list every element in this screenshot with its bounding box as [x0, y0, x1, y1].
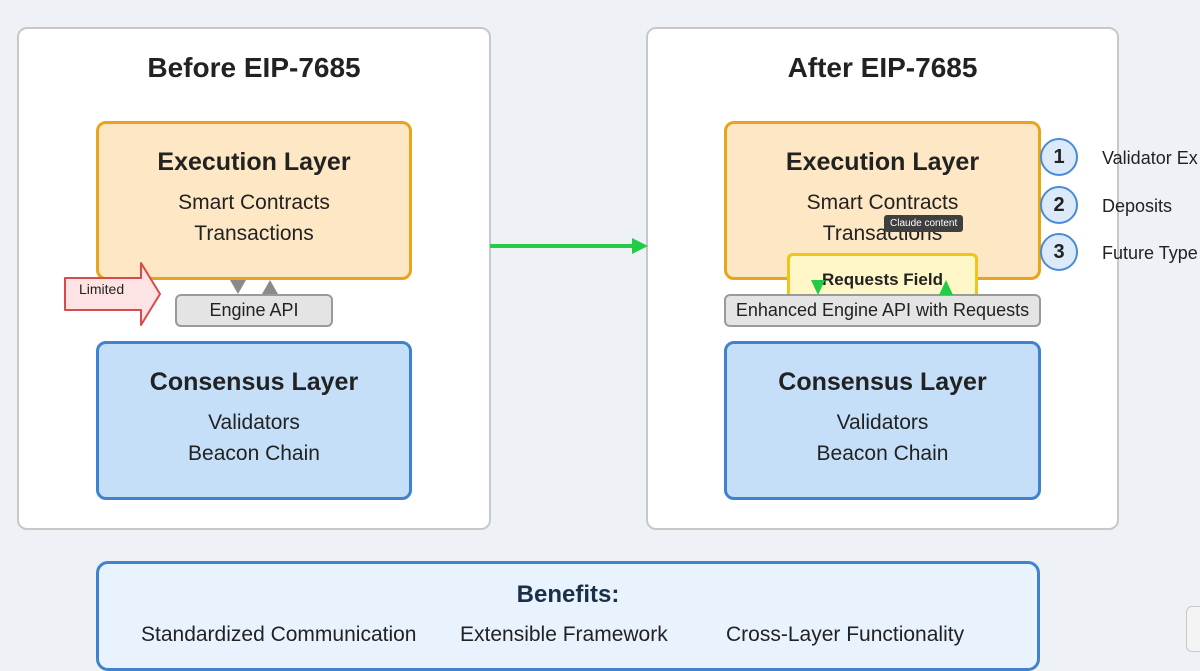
before-consensus-line1: Validators [208, 411, 300, 434]
transition-arrow-icon [490, 238, 648, 254]
request-type-2-number: 2 [1040, 186, 1078, 224]
benefit-item: Extensible Framework [460, 623, 668, 646]
before-execution-line1: Smart Contracts [178, 191, 330, 214]
before-consensus-title: Consensus Layer [149, 368, 359, 396]
before-engine-api: Engine API [175, 294, 333, 327]
after-execution-line1: Smart Contracts [806, 191, 959, 214]
benefit-item: Cross-Layer Functionality [726, 623, 965, 646]
request-type-1-number: 1 [1040, 138, 1078, 176]
claude-content-tooltip: Claude content [884, 215, 964, 232]
limited-arrow-icon [64, 262, 161, 326]
before-engine-api-label: Engine API [209, 300, 299, 320]
after-consensus-layer: Consensus Layer Validators Beacon Chain [724, 341, 1041, 500]
before-consensus-line2: Beacon Chain [188, 442, 320, 465]
request-type-3-label: Future Type [1102, 243, 1198, 263]
before-consensus-layer: Consensus Layer Validators Beacon Chain [96, 341, 412, 500]
before-execution-layer: Execution Layer Smart Contracts Transact… [96, 121, 412, 280]
requests-down-arrow-icon [811, 280, 825, 295]
after-consensus-title: Consensus Layer [778, 368, 987, 396]
request-type-3-number: 3 [1040, 233, 1078, 271]
requests-up-arrow-icon [939, 280, 953, 295]
benefit-item: Standardized Communication [141, 623, 417, 646]
engine-api-up-arrow-icon [262, 280, 278, 294]
request-type-1-label: Validator Ex [1102, 148, 1198, 168]
before-title: Before EIP-7685 [147, 52, 361, 83]
zoom-control[interactable] [1186, 606, 1200, 652]
request-type-2-label: Deposits [1102, 196, 1173, 216]
after-consensus-line2: Beacon Chain [816, 442, 949, 465]
enhanced-engine-api: Enhanced Engine API with Requests [724, 294, 1041, 327]
benefits-title: Benefits: [516, 581, 620, 608]
before-execution-line2: Transactions [194, 222, 314, 245]
limited-label: Limited [79, 281, 125, 297]
benefits-box: Benefits: Standardized Communication Ext… [96, 561, 1040, 671]
after-title: After EIP-7685 [787, 52, 978, 83]
after-consensus-line1: Validators [836, 411, 929, 434]
engine-api-down-arrow-icon [230, 280, 246, 294]
after-execution-title: Execution Layer [785, 148, 980, 176]
enhanced-engine-api-label: Enhanced Engine API with Requests [735, 300, 1030, 320]
arrows-overlay [64, 238, 953, 326]
requests-field-label: Requests Field [822, 270, 943, 289]
before-execution-title: Execution Layer [157, 148, 351, 176]
